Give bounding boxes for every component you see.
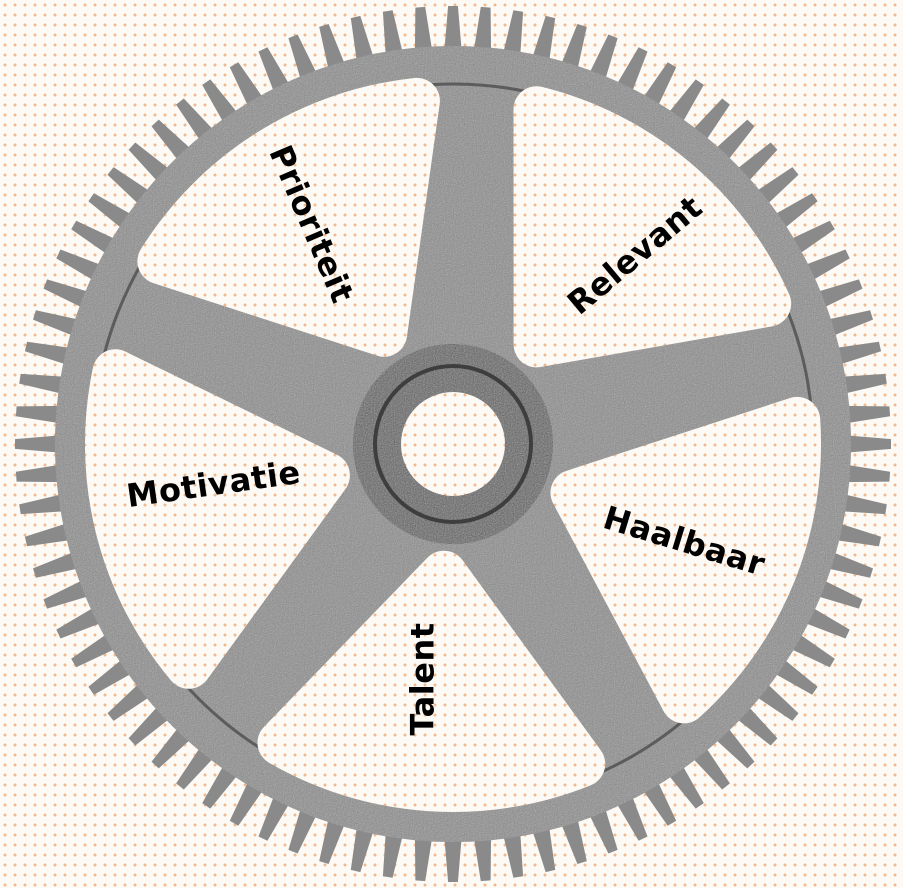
gear-tooth bbox=[845, 435, 891, 453]
gear-tooth bbox=[444, 836, 462, 882]
gear-tooth bbox=[15, 435, 61, 453]
gear-tooth bbox=[444, 6, 462, 52]
label-talent: Talent bbox=[404, 622, 442, 735]
gear-hub bbox=[353, 344, 553, 544]
